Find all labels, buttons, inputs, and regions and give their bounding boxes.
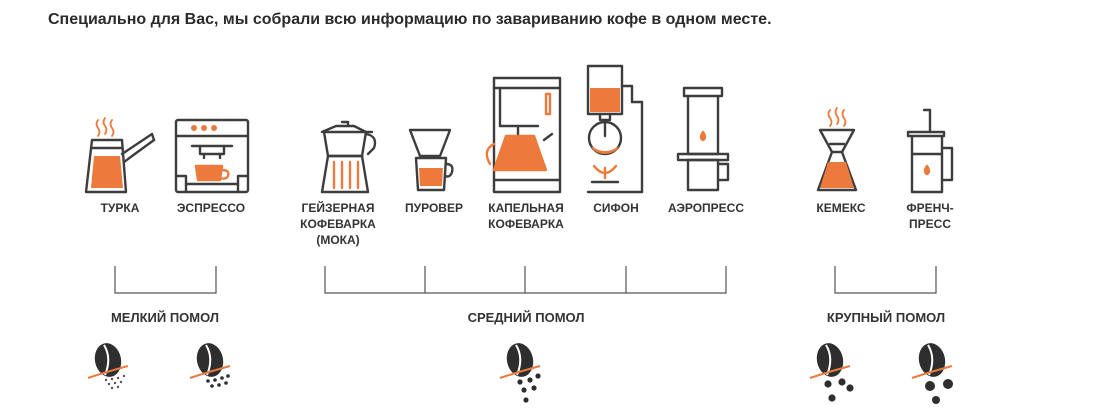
drip-coffee-maker-icon [485, 74, 564, 194]
siphon-icon [584, 62, 646, 194]
grind-title-coarse: КРУПНЫЙ ПОМОЛ [826, 310, 946, 325]
aeropress-icon [676, 84, 738, 194]
coffee-bean-fine-icon [87, 343, 129, 390]
coffee-bean-coarse-2-icon [911, 343, 953, 404]
grind-bracket-medium [324, 266, 727, 294]
chemex-icon [812, 106, 862, 194]
coffee-bean-fine-2-icon [189, 343, 231, 388]
device-label-siphon: СИФОН [593, 201, 639, 215]
espresso-machine-icon [174, 118, 250, 194]
device-label-pourover: ПУРОВЕР [405, 201, 463, 215]
device-label-moka-text: ГЕЙЗЕРНАЯ КОФЕВАРКА (МОКА) [300, 201, 376, 247]
device-label-chemex: КЕМЕКС [816, 201, 866, 215]
page-headline: Специально для Вас, мы собрали всю инфор… [48, 11, 772, 28]
coffee-bean-medium-icon [499, 343, 541, 403]
turkish-pot-icon [82, 117, 158, 194]
grind-title-fine: МЕЛКИЙ ПОМОЛ [110, 310, 220, 325]
grind-title-medium: СРЕДНИЙ ПОМОЛ [467, 310, 585, 325]
device-label-moka: ГЕЙЗЕРНАЯ КОФЕВАРКА (МОКА) [300, 200, 376, 248]
device-label-drip-text: КАПЕЛЬНАЯ КОФЕВАРКА [488, 201, 564, 231]
grind-bracket-fine [114, 266, 217, 294]
device-label-frenchpress-text: ФРЕНЧ- ПРЕСС [906, 201, 954, 231]
french-press-icon [904, 108, 956, 194]
device-label-drip: КАПЕЛЬНАЯ КОФЕВАРКА [488, 200, 564, 232]
device-label-turka: ТУРКА [100, 201, 140, 215]
coffee-bean-coarse-icon [809, 343, 854, 402]
grind-bracket-coarse [834, 266, 937, 294]
device-label-aeropress: АЭРОПРЕСС [667, 201, 745, 215]
pour-over-icon [408, 128, 454, 194]
device-label-espresso: ЭСПРЕССО [176, 201, 246, 215]
moka-pot-icon [312, 118, 378, 194]
device-label-frenchpress: ФРЕНЧ- ПРЕСС [906, 200, 953, 232]
